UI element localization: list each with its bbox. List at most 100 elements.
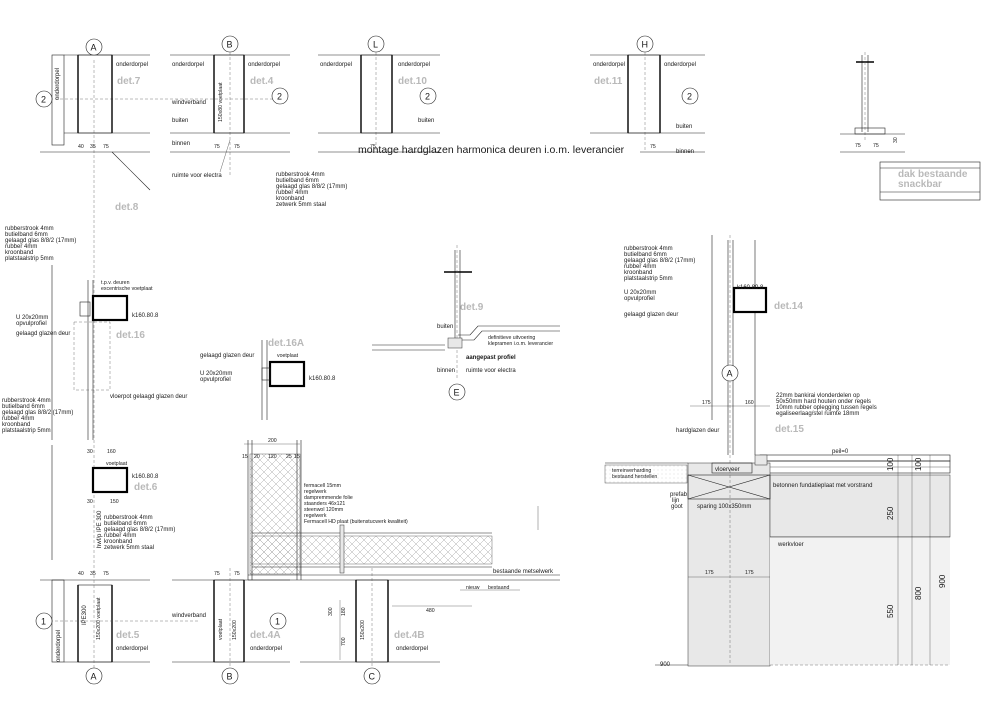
bankirai-3: 10mm rubber oplegging tussen regels: [776, 405, 877, 411]
svg-text:regelwerk: regelwerk: [304, 513, 327, 519]
svg-text:butielband 6mm: butielband 6mm: [624, 252, 667, 258]
bankirai-1: 22mm bankirai vlonderdelen op: [776, 393, 860, 399]
sparing-label: sparing 100x350mm: [697, 504, 751, 510]
prefab-1: prefab: [670, 492, 688, 498]
det4b-dim480: 480: [426, 608, 435, 614]
det15-dim175: 175: [702, 400, 711, 406]
bankirai-4: egaliseerlaag/stel ruimte 18mm: [776, 411, 859, 417]
det10-onderdorpel-right: onderdorpel: [398, 62, 430, 68]
det6-dim30b: 30: [87, 499, 93, 505]
det4-windverband: windverband: [171, 100, 206, 106]
roof-label-a: dak bestaande: [898, 169, 968, 180]
det9-label: det.9: [460, 302, 484, 313]
dim-35: 35: [90, 144, 96, 150]
svg-text:dampremmende folie: dampremmende folie: [304, 495, 353, 501]
svg-text:rubberstrook 4mm: rubberstrook 4mm: [276, 172, 325, 178]
vloerveer-label: vloerveer: [715, 467, 740, 473]
detail-9: det.9 buiten binnen definitieve uitvoeri…: [372, 245, 560, 401]
dim-900-base: 900: [660, 662, 671, 668]
peil-label: peil=0: [832, 449, 849, 455]
det6-spec-stack: rubberstrook 4mm butielband 6mm gelaagd …: [104, 515, 175, 551]
detail-15: 175 160 22mm bankirai vlonderdelen op 50…: [604, 393, 951, 668]
det11-binnen: binnen: [676, 149, 694, 155]
svg-text:rubberstrook 4mm: rubberstrook 4mm: [624, 246, 673, 252]
det16a-k160: k160.80.8: [309, 376, 336, 382]
svg-text:zetwerk 5mm staal: zetwerk 5mm staal: [276, 202, 326, 208]
grid-B-bottom: B: [227, 672, 233, 682]
left-mid-spec-stack: rubberstrook 4mm butielband 6mm gelaagd …: [2, 398, 73, 434]
det6-label: det.6: [134, 482, 158, 493]
det4b-dim700: 700: [341, 637, 347, 646]
det9-binnen: binnen: [437, 368, 455, 374]
svg-text:kroonband: kroonband: [5, 250, 33, 256]
wall-dim25: 25: [286, 454, 292, 460]
montage-note: montage hardglazen harmonica deuren i.o.…: [358, 144, 625, 156]
grid-2-det4: 2: [277, 92, 282, 102]
vloerpot-label: vloerpot gelaagd glazen deur: [110, 394, 187, 400]
det4-dim75b: 75: [234, 144, 240, 150]
onderdorpel-vertical-label: onderdorpel: [55, 68, 61, 100]
svg-text:steenwol 120mm: steenwol 120mm: [304, 507, 343, 513]
det4b-vp: 150x200: [360, 620, 366, 640]
svg-text:rubberstrook 4mm: rubberstrook 4mm: [104, 515, 153, 521]
svg-text:butielband 6mm: butielband 6mm: [276, 178, 319, 184]
det4-electra: ruimte voor electra: [172, 173, 222, 179]
svg-text:platstaalstrip 5mm: platstaalstrip 5mm: [624, 276, 673, 282]
grid-H-top: H: [642, 40, 649, 50]
dim-40: 40: [78, 144, 84, 150]
det9-definitief: definitieve uitvoering: [488, 335, 535, 341]
wall-dim15b: 15: [294, 454, 300, 460]
det4b-dim180: 180: [341, 607, 347, 616]
det9-electra: ruimte voor electra: [466, 368, 516, 374]
det4-onderdorpel: onderdorpel: [172, 62, 204, 68]
svg-text:rubber 4mm: rubber 4mm: [5, 244, 37, 250]
grid-1-left: 1: [41, 617, 46, 627]
svg-text:fermacell 15mm: fermacell 15mm: [304, 483, 341, 489]
svg-text:rubber 4mm: rubber 4mm: [2, 416, 34, 422]
det4b-dim300: 300: [328, 607, 334, 616]
det16-excentrisch: excentrische voetplaat: [101, 286, 153, 292]
svg-text:butielband 6mm: butielband 6mm: [104, 521, 147, 527]
vdim-100a: 100: [886, 457, 895, 471]
det4-buiten: buiten: [172, 118, 188, 124]
bestaand-label: bestaand: [488, 585, 509, 591]
svg-text:rubber 4mm: rubber 4mm: [276, 190, 308, 196]
svg-text:gelaagd glas 8/8/2 (17mm): gelaagd glas 8/8/2 (17mm): [5, 238, 76, 244]
grid-A-top: A: [91, 43, 97, 53]
det6-hea: hwf/p IPE 300: [97, 510, 103, 548]
det16-tpv: t.p.v. deuren: [101, 280, 130, 286]
det11-buiten: buiten: [676, 124, 692, 130]
det10-onderdorpel: onderdorpel: [320, 62, 352, 68]
det4-binnen: binnen: [172, 141, 190, 147]
det4-vp150: 150x80 voetplaat: [218, 82, 224, 122]
det16a-glazen-deur: gelaagd glazen deur: [200, 353, 254, 359]
metselwerk-label: bestaande metselwerk: [493, 569, 554, 575]
det10-label: det.10: [398, 76, 427, 87]
det5-vp: 150x200 voetplaat: [96, 597, 102, 640]
det8-label: det.8: [115, 202, 139, 213]
detail-4B: 200 15 20 120 25 15 fermacell 15mm regel…: [242, 438, 560, 685]
det4-onderdorpel-right: onderdorpel: [248, 62, 280, 68]
svg-text:rubber 4mm: rubber 4mm: [624, 264, 656, 270]
svg-text:gelaagd glas 8/8/2 (17mm): gelaagd glas 8/8/2 (17mm): [276, 184, 347, 190]
wall-dim200: 200: [268, 438, 277, 444]
prefab-3: goot: [671, 504, 683, 510]
grid-A-bottom: A: [91, 672, 97, 682]
det6-dim160: 160: [107, 449, 116, 455]
det14-k160: k160.80.8: [737, 285, 764, 291]
detail-5: 40 35 75 IPE300 onderdorpel 150x200 voet…: [35, 560, 200, 685]
detail-4A: 75 75 windverband onderdorpel voetplaat …: [171, 568, 290, 685]
detail-7: onderdorpel onderdorpel det.7 40 35 75 A…: [35, 38, 280, 560]
vdim-900: 900: [938, 574, 947, 588]
grid-2-left: 2: [41, 95, 46, 105]
det16a-opvul: opvulprofiel: [200, 377, 231, 383]
det10-dim75: 75: [370, 144, 376, 150]
grid-2-det10: 2: [425, 92, 430, 102]
det5-onderdorpel-vertical: onderdorpel: [56, 630, 62, 662]
det4-spec-stack: rubberstrook 4mm butielband 6mm gelaagd …: [276, 172, 347, 208]
det5-dim35: 35: [90, 571, 96, 577]
detail-roof: 75 75 30 dak bestaande snackbar: [840, 52, 981, 201]
det15-dim160: 160: [745, 400, 754, 406]
svg-text:staanders 46x121: staanders 46x121: [304, 501, 345, 507]
